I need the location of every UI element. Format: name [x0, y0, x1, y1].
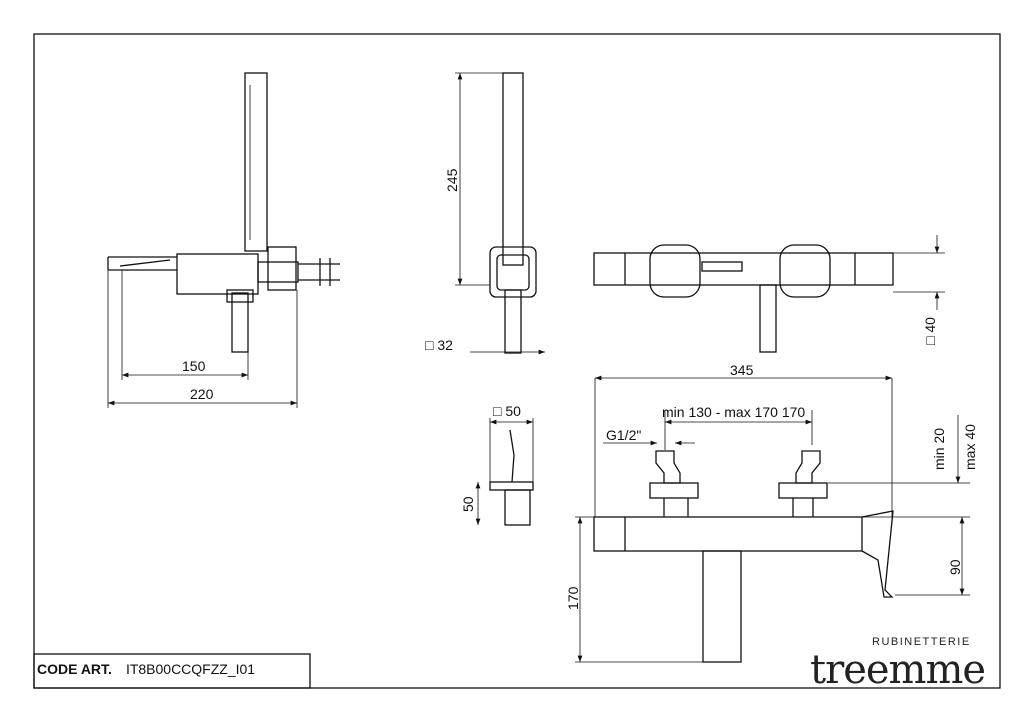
front-view: 345 min 130 - max 170 170 G1/2" 170 90 m… — [565, 362, 978, 663]
dim-centers: min 130 - max 170 170 — [662, 404, 805, 420]
dim-thread: G1/2" — [606, 427, 641, 443]
dim-max40: max 40 — [962, 424, 978, 470]
code-article: CODE ART. IT8B00CCQFZZ_I01 — [37, 661, 255, 677]
dim-min20: min 20 — [931, 428, 947, 470]
drawing-frame — [33, 33, 1001, 689]
title-block — [33, 653, 311, 689]
dim-sq40: □ 40 — [922, 317, 938, 345]
flange-detail: □ 50 50 — [460, 403, 534, 526]
dim-345: 345 — [730, 362, 754, 378]
dim-220: 220 — [190, 386, 214, 402]
dim-170: 170 — [565, 586, 581, 610]
hand-shower-view: 245 □ 32 — [425, 72, 545, 355]
dim-90: 90 — [947, 559, 963, 575]
brand-logo: treemme — [810, 647, 986, 693]
dim-sq50: □ 50 — [493, 403, 521, 419]
dim-sq32: □ 32 — [425, 337, 453, 353]
side-view: 150 220 — [107, 72, 340, 408]
dim-245: 245 — [444, 168, 460, 192]
logo-subtitle: RUBINETTERIE — [872, 636, 971, 648]
dim-50: 50 — [460, 496, 476, 512]
dim-150: 150 — [182, 358, 206, 374]
code-value: IT8B00CCQFZZ_I01 — [125, 661, 256, 677]
code-label: CODE ART. — [37, 661, 112, 677]
top-view: □ 40 — [593, 235, 945, 353]
